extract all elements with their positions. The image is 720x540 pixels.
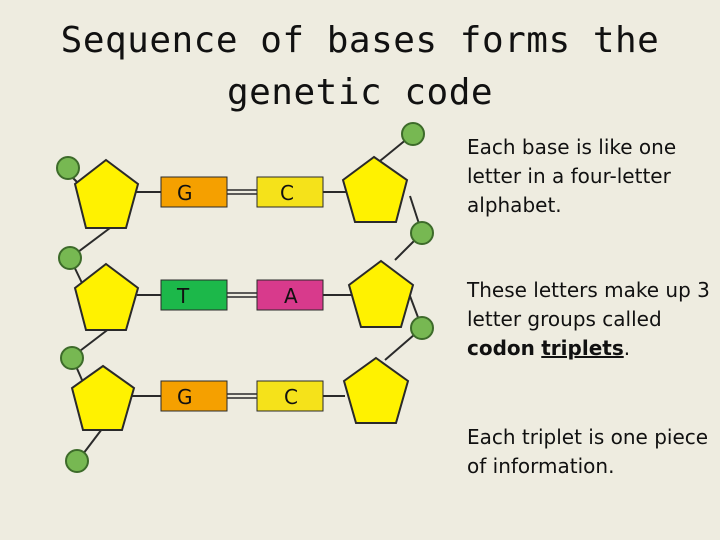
base-pair-1-left bbox=[160, 176, 228, 208]
phosphate-right-1 bbox=[401, 122, 425, 146]
bases bbox=[160, 176, 324, 412]
phosphate-left-3 bbox=[60, 346, 84, 370]
base-letter-left-1: G bbox=[177, 181, 193, 205]
paragraph-base-letter: Each base is like one letter in a four-l… bbox=[467, 135, 677, 217]
paragraph-2-period: . bbox=[623, 336, 631, 360]
sugar-pentagon-left-2 bbox=[73, 262, 140, 331]
phosphates bbox=[56, 122, 434, 473]
left-sugars bbox=[70, 158, 140, 431]
phosphate-left-1 bbox=[56, 156, 80, 180]
base-letter-right-3: C bbox=[284, 385, 298, 409]
title-line-1: Sequence of bases forms the bbox=[60, 20, 660, 61]
right-sugars bbox=[341, 155, 415, 424]
sugar-pentagon-left-1 bbox=[73, 158, 140, 229]
base-pair-1-right bbox=[256, 176, 324, 208]
base-stems bbox=[131, 191, 353, 397]
sugar-pentagon-right-1 bbox=[341, 155, 409, 223]
base-letter-right-2: A bbox=[284, 284, 298, 308]
base-letters: G C T A G C bbox=[176, 181, 298, 409]
phosphate-right-2 bbox=[410, 221, 434, 245]
title-line-2: genetic code bbox=[226, 72, 494, 113]
base-letter-right-1: C bbox=[280, 181, 294, 205]
base-pair-2-left bbox=[160, 279, 228, 311]
sugar-pentagon-right-2 bbox=[347, 259, 415, 328]
base-pair-3-right bbox=[256, 380, 324, 412]
codon-word: codon bbox=[467, 336, 535, 360]
sugar-pentagon-left-3 bbox=[70, 364, 136, 431]
base-letter-left-2: T bbox=[176, 284, 190, 308]
base-letter-left-3: G bbox=[177, 385, 193, 409]
triplets-word: triplets bbox=[541, 336, 624, 360]
paragraph-codon-triplets: These letters make up 3 letter groups ca… bbox=[467, 276, 712, 363]
phosphate-left-2 bbox=[58, 246, 82, 270]
base-pair-3-left bbox=[160, 380, 228, 412]
phosphate-right-3 bbox=[410, 316, 434, 340]
paragraph-triplet-info: Each triplet is one piece of information… bbox=[467, 425, 709, 478]
base-pair-connectors bbox=[226, 189, 258, 399]
phosphate-left-4 bbox=[65, 449, 89, 473]
paragraph-2-text: These letters make up 3 letter groups ca… bbox=[467, 278, 710, 331]
sugar-pentagon-right-3 bbox=[342, 356, 410, 424]
base-pair-2-right bbox=[256, 279, 324, 311]
